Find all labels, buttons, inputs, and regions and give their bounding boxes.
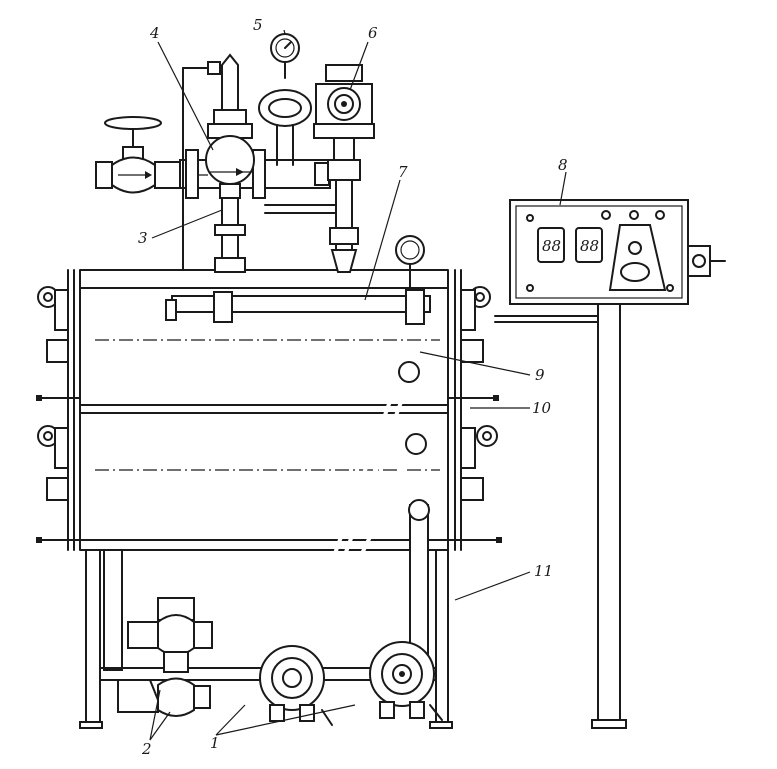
- drain-valves-2: [117, 597, 213, 717]
- regulator-valve-4: [205, 53, 255, 199]
- right-clamp-upper: [447, 286, 499, 401]
- label-2: 2: [141, 740, 152, 758]
- panel-lamp-1-text: 88: [542, 237, 561, 255]
- inlet-handwheel-valve: [95, 116, 181, 194]
- label-11: 11: [534, 562, 553, 580]
- panel-lamp-2-text: 88: [580, 237, 599, 255]
- left-clamp-lower: [36, 425, 81, 543]
- number-labels: 4 5 6 3 7 8 9 10 11 2 1: [138, 16, 568, 758]
- label-7: 7: [398, 163, 408, 181]
- pressure-switch-6: [264, 64, 375, 273]
- control-panel-8: 88 88: [494, 199, 726, 729]
- right-clamp-lower: [447, 425, 502, 543]
- steam-pipe-7: [165, 235, 431, 325]
- top-header-pipe: [179, 149, 331, 199]
- label-1: 1: [210, 734, 220, 752]
- label-8: 8: [558, 156, 568, 174]
- left-clamp-upper: [36, 286, 81, 401]
- label-10: 10: [532, 399, 552, 417]
- leader-lines: [149, 29, 567, 741]
- label-6: 6: [368, 24, 378, 42]
- support-frame-11: [79, 549, 453, 729]
- label-3: 3: [138, 229, 148, 247]
- pressure-gauge-5: [258, 33, 312, 166]
- label-4: 4: [149, 24, 160, 42]
- hoses: [288, 361, 430, 679]
- riser-pipe-3: [182, 61, 246, 273]
- label-5: 5: [253, 16, 263, 34]
- label-9: 9: [535, 366, 545, 384]
- pumps-1: [259, 641, 443, 726]
